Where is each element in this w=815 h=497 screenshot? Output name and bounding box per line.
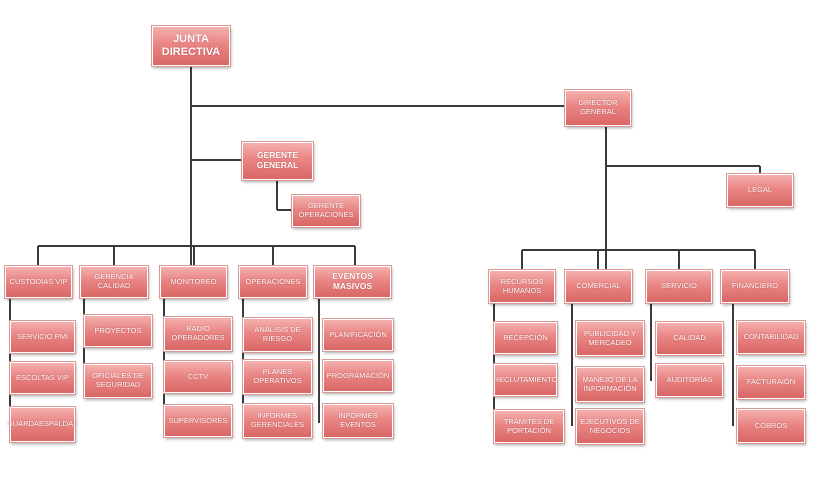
- node-programacion[interactable]: PROGRAMACIÓN: [322, 359, 394, 393]
- node-recepcion[interactable]: RECEPCIÓN: [493, 321, 558, 355]
- node-comercial[interactable]: COMERCIAL: [564, 269, 633, 304]
- node-servicio[interactable]: SERVICIO: [645, 269, 713, 304]
- node-reclutamiento[interactable]: RECLUTAMIENTO: [493, 363, 558, 397]
- node-publicidad-mercadeo[interactable]: PUBLICIDAD Y MERCADEO: [575, 320, 645, 357]
- node-cobros[interactable]: COBROS: [736, 408, 806, 444]
- node-gerente-general[interactable]: GERENTE GENERAL: [241, 141, 314, 181]
- node-junta-directiva[interactable]: JUNTA DIRECTIVA: [151, 25, 231, 67]
- node-gerencia-calidad[interactable]: GERENCIA CALIDAD: [79, 265, 149, 299]
- node-oficiales-seguridad[interactable]: OFICIALES DE SEGURIDAD: [83, 363, 153, 399]
- node-calidad[interactable]: CALIDAD: [655, 321, 724, 356]
- node-eventos-masivos[interactable]: EVENTOS MASIVOS: [313, 265, 392, 299]
- node-informes-gerenciales[interactable]: INFORMES GERENCIALES: [242, 403, 313, 439]
- node-supervisores[interactable]: SUPERVISORES: [163, 404, 233, 438]
- node-guardaespaldas[interactable]: GUARDAESPALDAS: [7, 406, 78, 443]
- node-tramites-portacion[interactable]: TRÁMITES DE PORTACIÓN: [493, 409, 565, 444]
- node-recursos-humanos[interactable]: RECURSOS HUMANOS: [488, 269, 556, 304]
- node-gerente-operaciones[interactable]: GERENTE OPERACIONES: [291, 194, 361, 228]
- node-analisis-riesgo[interactable]: ANÁLISIS DE RIESGO: [242, 317, 313, 353]
- node-manejo-informacion[interactable]: MANEJO DE LA INFORMACIÓN: [575, 366, 645, 403]
- node-informes-eventos[interactable]: INFORMES EVENTOS: [322, 403, 394, 439]
- node-legal[interactable]: LEGAL: [726, 173, 794, 208]
- node-contabilidad[interactable]: CONTABILIDAD: [736, 320, 806, 355]
- node-escoltas-vip[interactable]: ESCOLTAS VIP: [9, 361, 76, 395]
- node-financiero[interactable]: FINANCIERO: [720, 269, 790, 304]
- node-ejecutivos-negocios[interactable]: EJECUTIVOS DE NEGOCIOS: [575, 408, 645, 445]
- node-operaciones[interactable]: OPERACIONES: [238, 265, 308, 299]
- node-planes-operativos[interactable]: PLANES OPERATIVOS: [242, 359, 313, 395]
- node-proyectos[interactable]: PROYECTOS: [83, 314, 153, 348]
- node-auditorias[interactable]: AUDITORÍAS: [655, 363, 724, 398]
- node-director-general[interactable]: DIRECTOR GENERAL: [564, 89, 632, 127]
- node-custodias-vip[interactable]: CUSTODIAS VIP: [4, 265, 73, 299]
- node-planificacion[interactable]: PLANIFICACIÓN: [322, 318, 394, 352]
- node-radio-operadores[interactable]: RADIO OPERADORES: [163, 316, 233, 352]
- node-servicio-pmi[interactable]: SERVICIO PMI: [9, 320, 76, 354]
- node-monitoreo[interactable]: MONITOREO: [159, 265, 228, 299]
- node-facturacion[interactable]: FACTURAIÓN: [736, 365, 806, 400]
- node-cctv[interactable]: CCTV: [163, 360, 233, 394]
